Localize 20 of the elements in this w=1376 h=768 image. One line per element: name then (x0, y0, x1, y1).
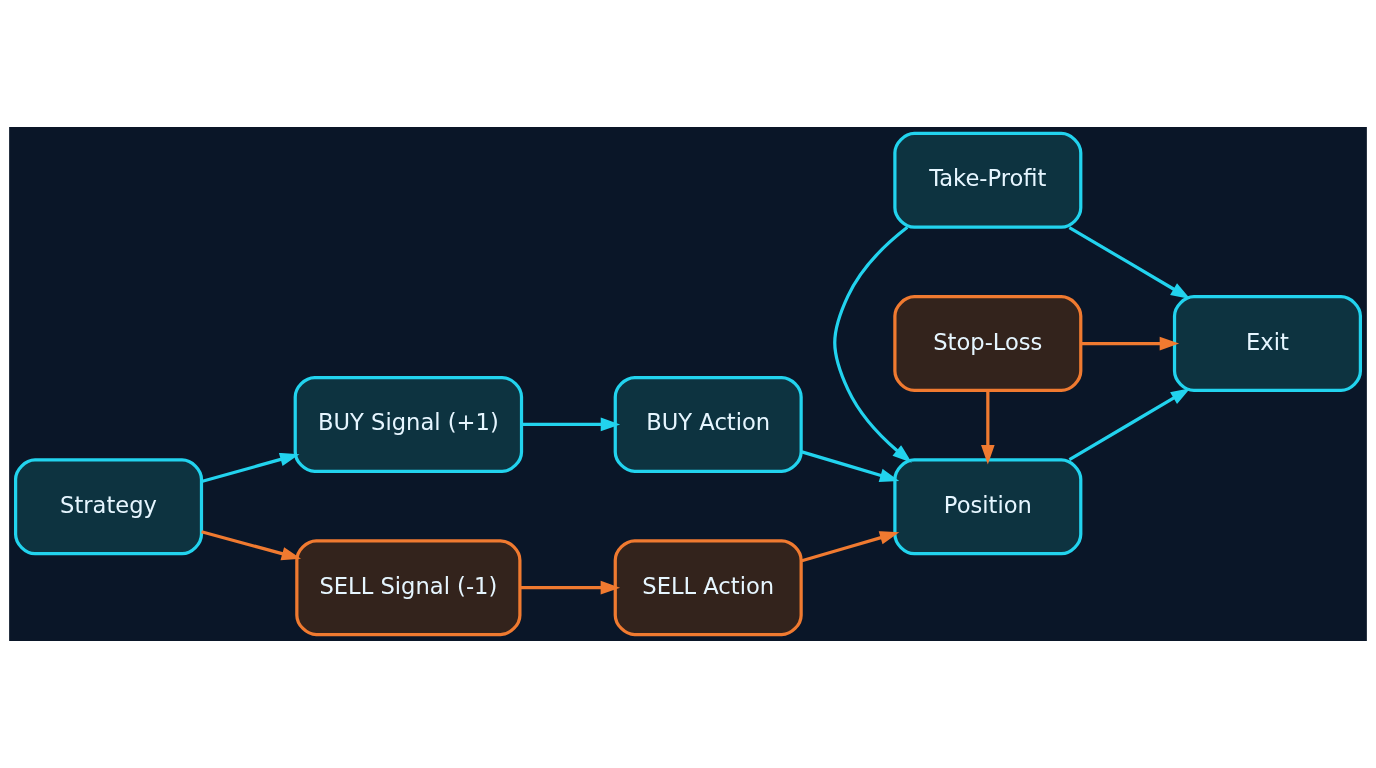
arrow (801, 531, 900, 563)
node-box: Position (893, 458, 1083, 556)
arrow (520, 580, 621, 595)
arrow (801, 450, 900, 482)
node-box: Stop-Loss (893, 295, 1083, 393)
node-box: BUY Action (613, 375, 803, 473)
arrow (981, 390, 995, 465)
node-box: SELL Action (613, 539, 803, 637)
node-box: BUY Signal (+1) (293, 375, 524, 473)
arrow (1068, 226, 1191, 299)
arrow (1081, 336, 1180, 351)
node-box: SELL Signal (-1) (295, 539, 522, 637)
arrow (201, 530, 302, 561)
node-box: Take-Profit (893, 131, 1083, 229)
node-box: Strategy (14, 458, 204, 556)
node-box: Exit (1172, 295, 1362, 393)
arrow (1068, 388, 1191, 462)
arrow (521, 417, 621, 432)
arrow (833, 226, 912, 463)
arrow (201, 452, 300, 483)
